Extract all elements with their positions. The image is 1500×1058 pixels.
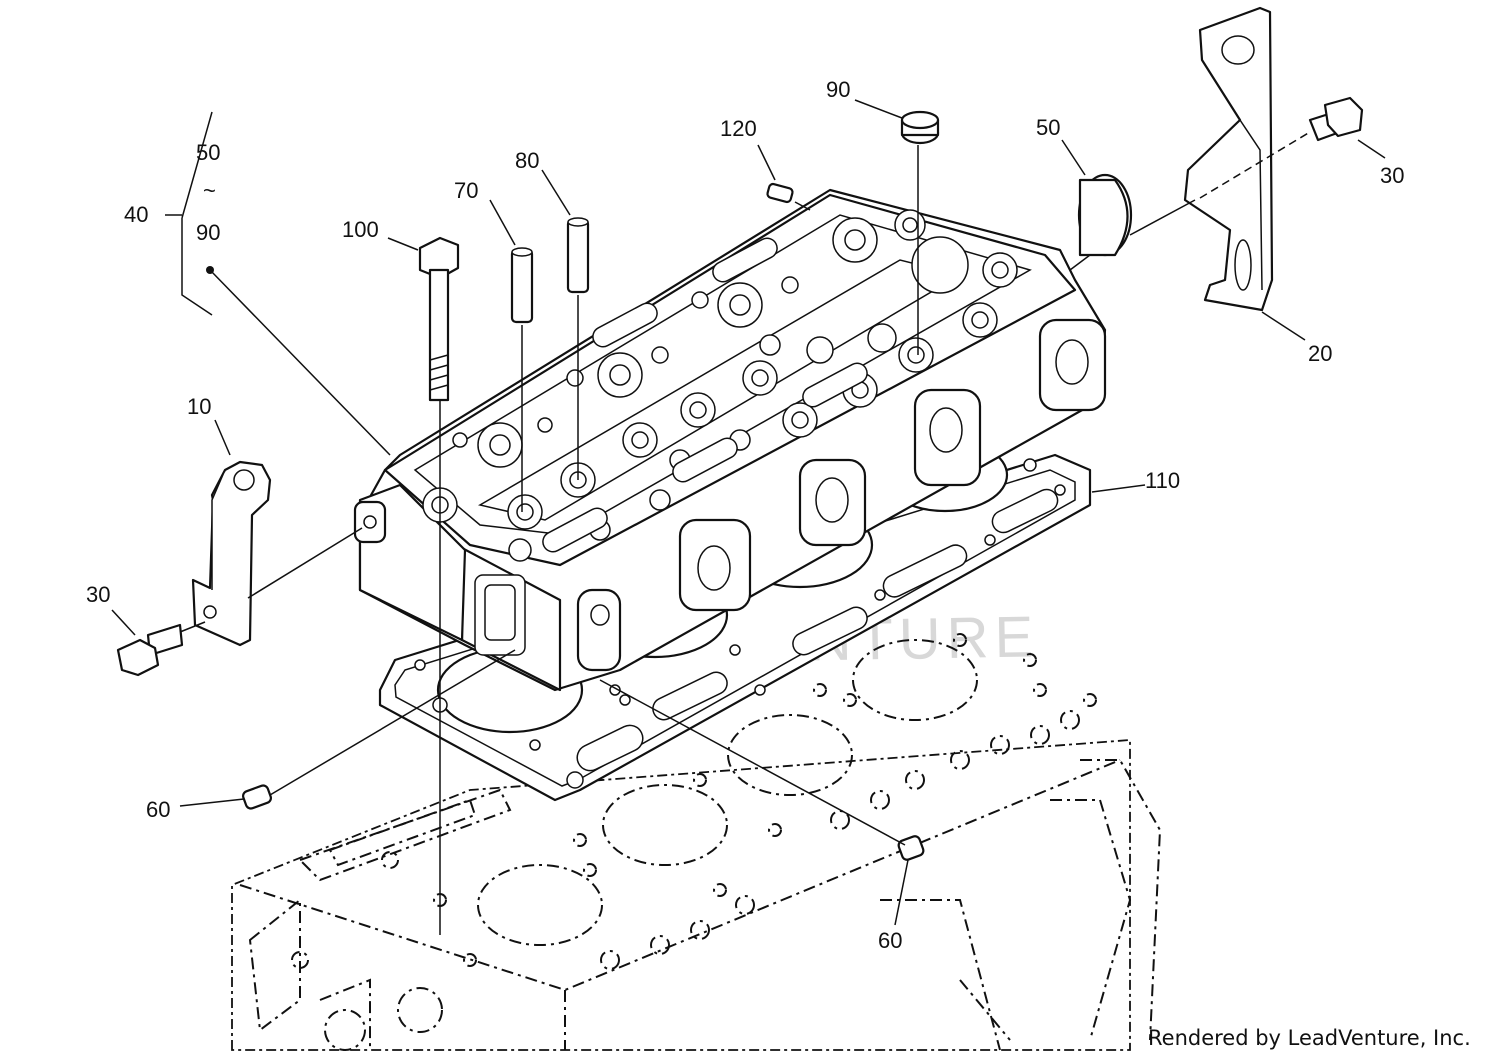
callout-bolt-left: 30: [86, 582, 110, 607]
callout-pin-right: 60: [878, 928, 902, 953]
callout-head-bolt: 100: [342, 217, 379, 242]
callout-kit-top: 50: [196, 140, 220, 165]
spring: [766, 182, 794, 204]
callout-kit-group: 40: [124, 202, 148, 227]
callout-guide-b: 80: [515, 148, 539, 173]
bolt-right: [1308, 96, 1364, 142]
engine-block: [231, 633, 1162, 1051]
callout-bolt-right: 30: [1380, 163, 1404, 188]
leader-lines: [111, 99, 1386, 935]
dowel-pin-left: [242, 784, 272, 810]
callout-bracket-right: 20: [1308, 341, 1332, 366]
callout-bracket-left: 10: [187, 394, 211, 419]
footer-credit: Rendered by LeadVenture, Inc.: [1148, 1026, 1471, 1050]
callout-cap: 90: [826, 77, 850, 102]
callout-spring: 120: [720, 116, 757, 141]
lifting-bracket-left: [191, 460, 272, 647]
valve-guide-80: [566, 217, 590, 294]
dowel-pin-right: [897, 835, 925, 861]
callout-kit-bottom: 90: [196, 220, 220, 245]
bolt-left: [116, 623, 184, 677]
valve-cap: [900, 110, 940, 145]
valve-guide-70: [510, 247, 534, 324]
head-bolt: [418, 236, 460, 402]
callouts: 50 ~ 90 40 100 70 80 120 90 50 30 20 110…: [86, 77, 1404, 953]
expansion-plug: [1077, 173, 1133, 257]
callout-gasket: 110: [1145, 468, 1180, 493]
callout-pin-left: 60: [146, 797, 170, 822]
callout-kit-tilde: ~: [203, 178, 216, 203]
lifting-bracket-right: [1183, 6, 1274, 312]
callout-plug: 50: [1036, 115, 1060, 140]
kit-dot: [206, 266, 214, 274]
callout-guide-a: 70: [454, 178, 478, 203]
